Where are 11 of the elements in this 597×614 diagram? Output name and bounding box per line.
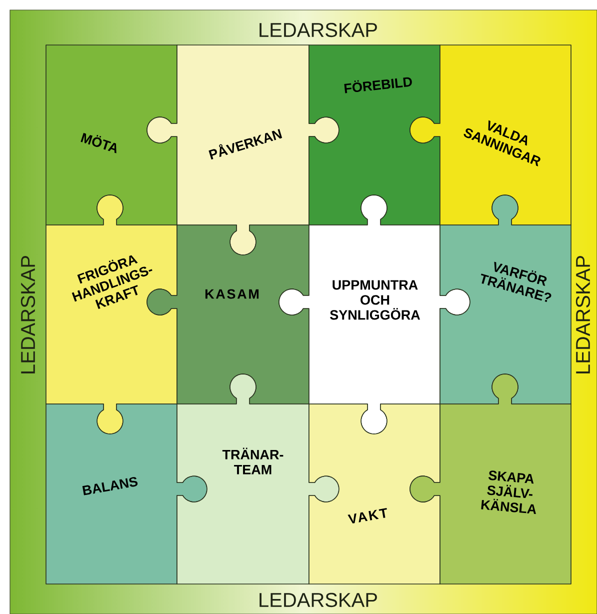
puzzle-piece: BALANS: [46, 404, 208, 584]
puzzle-piece: TRÄNAR- TEAM: [176, 374, 340, 584]
puzzle-piece: UPPMUNTRA OCH SYNLIGGÖRA: [278, 194, 470, 434]
puzzle-piece: VAKT: [308, 404, 440, 584]
frame-label: LEDARSKAP: [576, 256, 590, 374]
puzzle-piece: SKAPA SJÄLV- KÄNSLA: [410, 374, 572, 584]
puzzle-piece: MÖTA: [46, 44, 178, 226]
puzzle-piece: FÖREBILD: [308, 44, 440, 226]
frame-label: LEDARSKAP: [260, 22, 377, 38]
frame-label: LEDARSKAP: [20, 256, 36, 374]
frame-label: LEDARSKAP: [260, 592, 377, 608]
